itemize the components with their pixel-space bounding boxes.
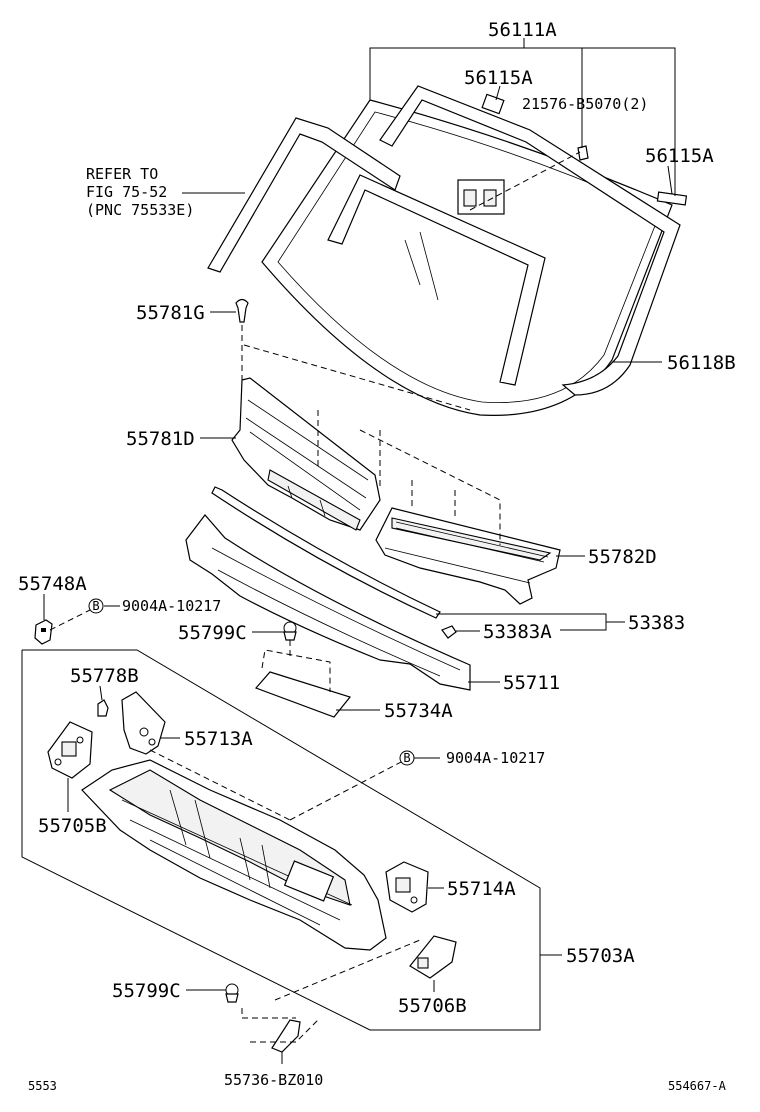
label-55714A: 55714A <box>447 878 516 900</box>
bracket-55736-BZ010 <box>271 1019 301 1053</box>
bracket-55714A <box>385 861 429 913</box>
label-53383: 53383 <box>628 612 685 634</box>
page-code: 5553 <box>28 1079 57 1093</box>
label-55736-BZ010: 55736-BZ010 <box>224 1071 323 1089</box>
clip-53383A <box>441 625 457 639</box>
bracket-55705B <box>47 721 93 779</box>
svg-text:B: B <box>92 599 99 613</box>
label-55799C-top: 55799C <box>178 622 247 644</box>
label-55781D: 55781D <box>126 428 195 450</box>
cowl-louver-left-55781D <box>231 377 381 531</box>
cowl-louver-right-55782D <box>375 507 561 605</box>
label-55778B: 55778B <box>70 665 139 687</box>
label-55734A: 55734A <box>384 700 453 722</box>
assembly-frame-55703A <box>21 649 541 1031</box>
cowl-panel-55711 <box>185 514 471 691</box>
label-55748A: 55748A <box>18 573 87 595</box>
label-fig-75-52: FIG 75-52 <box>86 183 167 201</box>
label-55711: 55711 <box>503 672 560 694</box>
label-pnc-75533E: (PNC 75533E) <box>86 201 194 219</box>
label-56115A-top: 56115A <box>464 67 533 89</box>
label-9004A-10217-top: 9004A-10217 <box>122 597 221 615</box>
svg-text:B: B <box>403 751 410 765</box>
label-56118B: 56118B <box>667 352 736 374</box>
spacer-56115A-top <box>481 93 505 115</box>
label-refer-to: REFER TO <box>86 165 158 183</box>
cowl-top-panel <box>81 759 387 951</box>
bolt-marker-1: B <box>88 598 104 614</box>
spacer-56115A-right <box>656 191 688 206</box>
moulding-left-ref-75533E <box>207 117 401 273</box>
cowl-seal-53383A <box>211 486 441 619</box>
label-9004A-10217-bottom: 9004A-10217 <box>446 749 545 767</box>
clip-21576 <box>577 145 589 161</box>
label-53383A: 53383A <box>483 621 552 643</box>
bolt-marker-2: B <box>399 750 415 766</box>
label-55703A: 55703A <box>566 945 635 967</box>
dam-56118B <box>327 85 681 396</box>
label-55713A: 55713A <box>184 728 253 750</box>
bracket-55706B <box>409 935 457 979</box>
label-56115A-right: 56115A <box>645 145 714 167</box>
label-55799C-bottom: 55799C <box>112 980 181 1002</box>
label-55706B: 55706B <box>398 995 467 1017</box>
bracket-55748A <box>34 619 53 645</box>
clip-55781G <box>235 298 249 323</box>
clip-55799C-top <box>283 621 297 641</box>
label-21576-B5070: 21576-B5070(2) <box>522 95 648 113</box>
bracket-55713A <box>121 691 166 755</box>
label-55705B: 55705B <box>38 815 107 837</box>
part-labels: 56111A 56115A 21576-B5070(2) 56115A REFE… <box>18 19 736 1093</box>
label-55781G: 55781G <box>136 302 205 324</box>
pad-55734A <box>254 671 352 718</box>
clip-55778B <box>97 699 109 717</box>
leader-lines <box>43 38 676 1064</box>
guide-lines <box>49 151 581 1043</box>
figure-code: 554667-A <box>668 1079 727 1093</box>
label-56111A: 56111A <box>488 19 557 41</box>
label-55782D: 55782D <box>588 546 657 568</box>
clip-55799C-bottom <box>225 983 239 1003</box>
